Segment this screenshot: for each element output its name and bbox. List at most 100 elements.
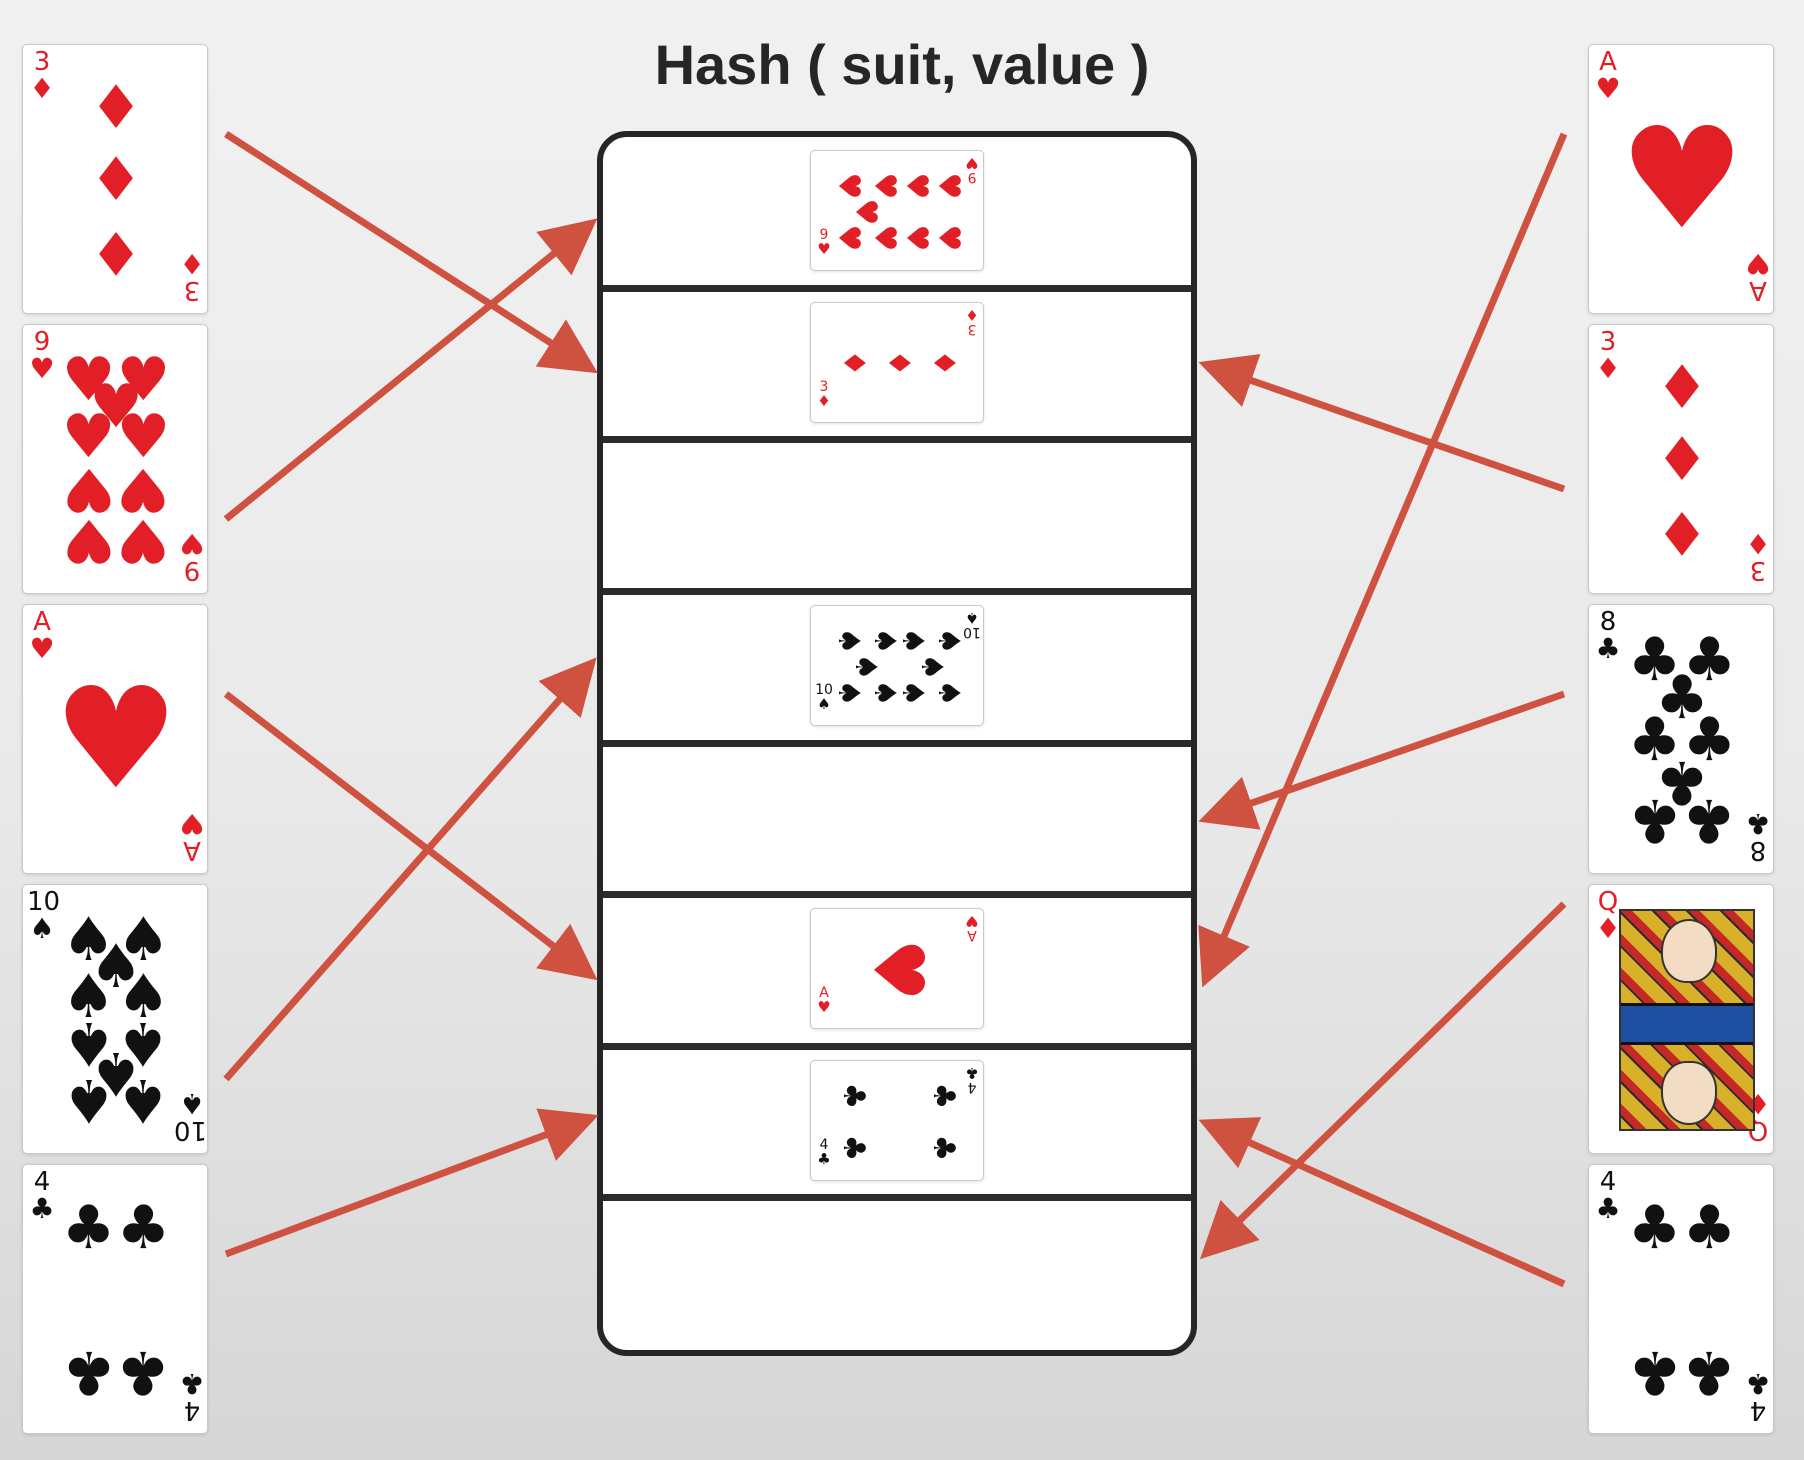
right-card-3-diamond: 3♦3♦♦♦♦: [1588, 324, 1774, 594]
card-rank-label: Q: [1597, 887, 1619, 917]
club-icon: ♣: [925, 1082, 961, 1109]
queen-head-mirrored: [1661, 1061, 1717, 1125]
slot-divider: [603, 1042, 1191, 1050]
club-icon: ♣: [29, 1192, 55, 1225]
club-icon: ♣: [1627, 705, 1682, 775]
heart-icon: ♥: [29, 632, 55, 665]
card-rank-label: 4: [967, 1079, 977, 1096]
card-corner-index: 9♥: [177, 527, 207, 585]
card-rank-label: A: [33, 607, 51, 637]
right-mapping-arrow: [1198, 132, 1568, 988]
card-rank-label: 10: [173, 1115, 207, 1145]
diamond-icon: ♦: [89, 217, 143, 288]
card-rank-label: 4: [1749, 1395, 1767, 1425]
card-rank-label: 4: [819, 1137, 829, 1154]
diamond-icon: ♦: [881, 349, 916, 377]
card-corner-index: 4♣: [177, 1367, 207, 1425]
heart-icon: ♥: [1595, 72, 1621, 105]
heart-icon: ♥: [866, 172, 902, 200]
left-card-9-heart: 9♥9♥♥♥♥♥♥♥♥♥♥: [22, 324, 208, 594]
card-rank-label: 9: [819, 227, 829, 244]
card-corner-index: A♥: [1743, 247, 1773, 305]
left-card-4-club: 4♣4♣♣♣♣♣: [22, 1164, 208, 1434]
spade-icon: ♠: [847, 653, 883, 681]
card-corner-index: 3♦: [27, 49, 57, 103]
hash-slot: 4♣4♣♣♣♣♣: [603, 1047, 1191, 1202]
slot-divider: [603, 1194, 1191, 1202]
heart-icon: ♥: [116, 345, 171, 416]
club-icon: ♣: [1682, 1192, 1737, 1263]
card-rank-label: 4: [183, 1395, 201, 1425]
card-corner-index: 10♠: [815, 683, 833, 712]
diamond-icon: ♦: [1655, 352, 1709, 423]
card-rank-label: 3: [33, 47, 51, 77]
spade-icon: ♠: [89, 931, 143, 1002]
hash-slot: [603, 440, 1191, 595]
heart-icon: ♥: [965, 912, 979, 931]
card-rank-label: 9: [33, 327, 51, 357]
spade-icon: ♠: [831, 627, 867, 655]
diamond-icon: ♦: [836, 349, 872, 377]
club-icon: ♣: [925, 1134, 961, 1162]
card-rank-label: A: [819, 985, 829, 1002]
heart-icon: ♥: [898, 172, 934, 200]
spade-icon: ♠: [116, 962, 171, 1033]
club-icon: ♣: [817, 1150, 831, 1169]
heart-icon: ♥: [965, 154, 979, 173]
diamond-icon: ♦: [965, 305, 979, 324]
slot-divider: [603, 891, 1191, 899]
slot-divider: [603, 587, 1191, 595]
left-card-A-heart: A♥A♥♥: [22, 604, 208, 874]
queen-portrait: [1619, 909, 1755, 1131]
heart-icon: ♥: [930, 172, 966, 200]
right-card-4-club: 4♣4♣♣♣♣♣: [1588, 1164, 1774, 1434]
spade-icon: ♠: [29, 912, 55, 945]
diamond-icon: ♦: [29, 72, 55, 105]
spade-icon: ♠: [116, 905, 171, 976]
card-corner-index: Q♦: [1593, 889, 1623, 943]
spade-icon: ♠: [61, 962, 116, 1033]
club-icon: ♣: [116, 1337, 171, 1408]
card-rank-label: 4: [1599, 1167, 1617, 1197]
diamond-icon: ♦: [89, 72, 143, 143]
card-rank-label: 3: [183, 275, 201, 305]
slot-card-4-club: 4♣4♣♣♣♣♣: [810, 1060, 984, 1182]
card-rank-label: 9: [183, 555, 201, 585]
slot-card-9-heart: 9♥9♥♥♥♥♥♥♥♥♥♥: [810, 150, 984, 272]
card-corner-index: 9♥: [27, 329, 57, 383]
card-corner-index: 3♦: [963, 305, 981, 337]
spade-icon: ♠: [965, 609, 979, 628]
heart-icon: ♥: [116, 504, 171, 575]
card-rank-label: 3: [819, 378, 829, 395]
diamond-icon: ♦: [1595, 912, 1621, 945]
slot-divider: [603, 284, 1191, 292]
diamond-icon: ♦: [89, 145, 143, 215]
heart-icon: ♥: [898, 224, 934, 252]
hash-table: 9♥9♥♥♥♥♥♥♥♥♥♥3♦3♦♦♦♦10♠10♠♠♠♠♠♠♠♠♠♠♠A♥A♥…: [597, 131, 1197, 1356]
card-rank-label: 10: [27, 887, 61, 917]
hash-slot: [603, 744, 1191, 899]
right-card-8-club: 8♣8♣♣♣♣♣♣♣♣♣: [1588, 604, 1774, 874]
heart-icon: ♥: [1745, 247, 1771, 280]
club-icon: ♣: [61, 1337, 116, 1408]
card-corner-index: 3♦: [177, 247, 207, 305]
heart-icon: ♥: [831, 224, 867, 252]
card-corner-index: A♥: [177, 807, 207, 865]
spade-icon: ♠: [817, 695, 831, 714]
club-icon: ♣: [1595, 1192, 1621, 1225]
card-rank-label: 3: [1749, 555, 1767, 585]
card-corner-index: 3♦: [815, 380, 833, 409]
left-card-10-spade: 10♠10♠♠♠♠♠♠♠♠♠♠♠: [22, 884, 208, 1154]
queen-head: [1661, 919, 1717, 983]
right-mapping-arrow: [1199, 901, 1567, 1260]
heart-icon: ♥: [831, 172, 867, 200]
spade-icon: ♠: [914, 653, 950, 681]
card-corner-index: A♥: [27, 609, 57, 663]
club-icon: ♣: [1627, 1337, 1682, 1408]
card-corner-index: 8♣: [1743, 807, 1773, 865]
card-corner-index: 4♣: [1593, 1169, 1623, 1223]
diamond-icon: ♦: [1655, 425, 1709, 495]
diamond-icon: ♦: [1745, 527, 1771, 560]
left-mapping-arrow: [223, 218, 598, 522]
card-rank-label: A: [1599, 47, 1617, 77]
